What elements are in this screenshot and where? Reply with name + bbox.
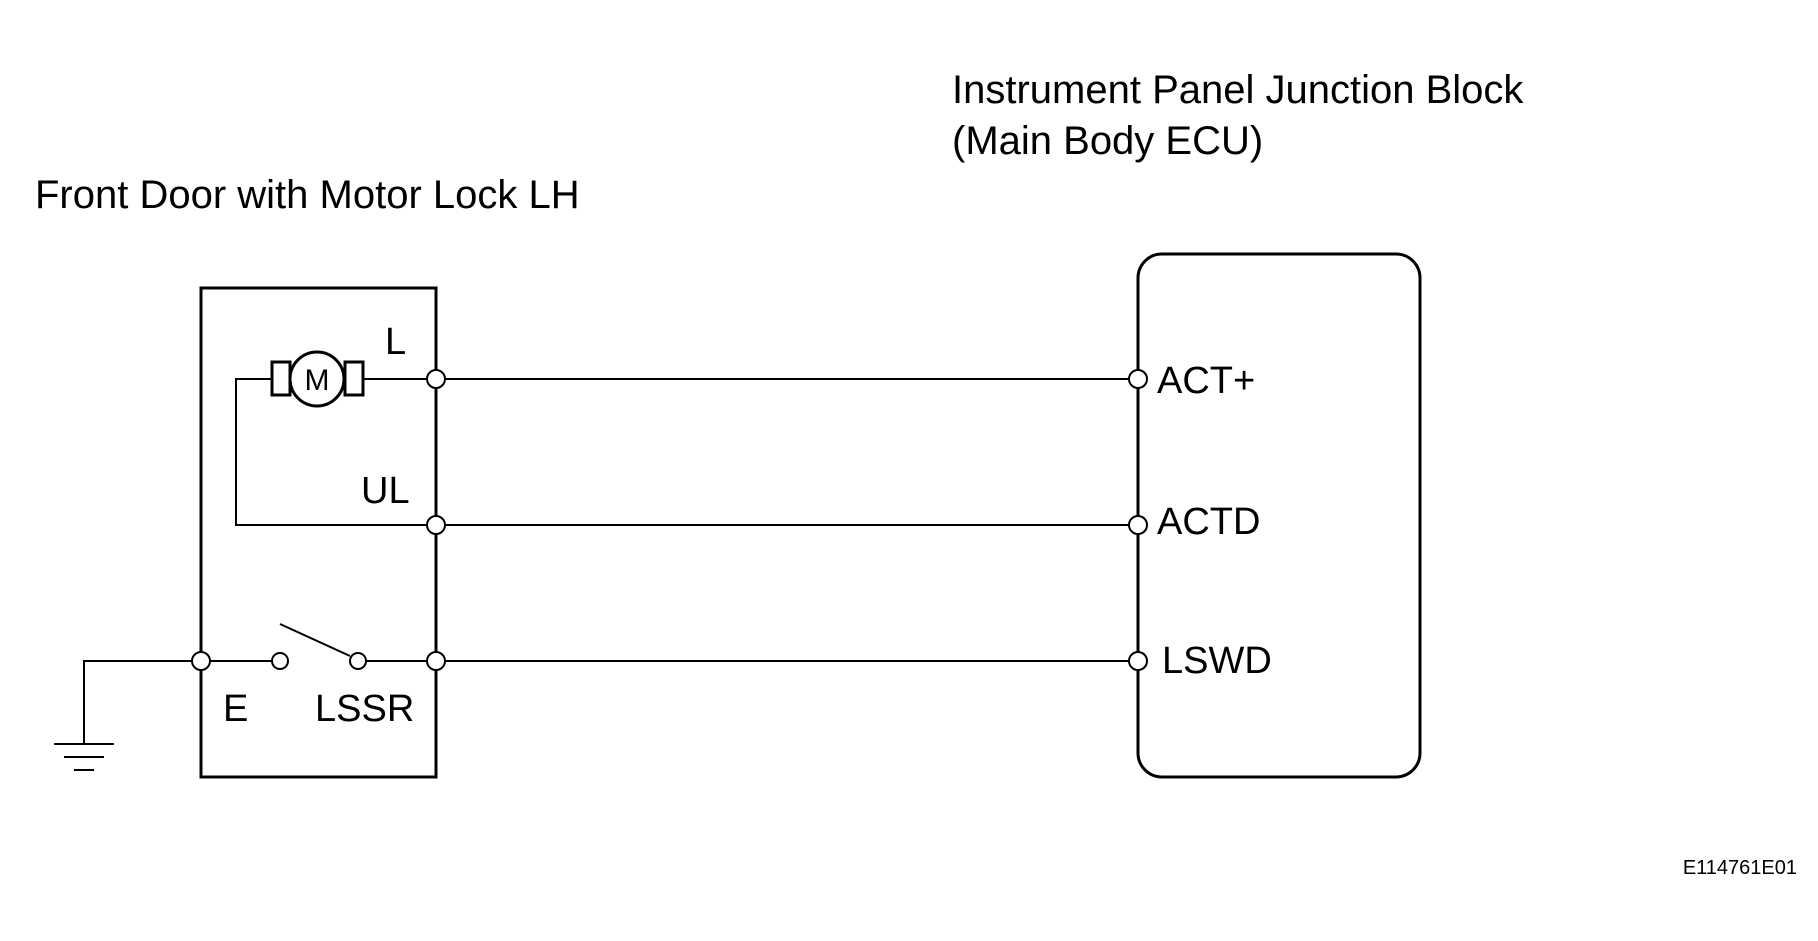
pin-label-lswd: LSWD — [1162, 640, 1272, 682]
door-title: Front Door with Motor Lock LH — [35, 173, 580, 217]
pin-label-l: L — [385, 321, 406, 363]
switch-blade — [279, 623, 351, 657]
pin-label-act-plus: ACT+ — [1157, 360, 1255, 402]
ecu-title-line2: (Main Body ECU) — [952, 119, 1263, 163]
motor-label: M — [305, 364, 330, 397]
pin-label-e: E — [223, 688, 248, 730]
terminal-lswd — [1128, 651, 1148, 671]
terminal-lssr — [426, 651, 446, 671]
switch-contact-right — [349, 652, 367, 670]
switch-contact-left — [271, 652, 289, 670]
ecu-title-line1: Instrument Panel Junction Block — [952, 68, 1524, 112]
ground-icon — [54, 743, 114, 771]
terminal-act-plus — [1128, 369, 1148, 389]
terminal-actd — [1128, 515, 1148, 535]
figure-code: E114761E01 — [1683, 857, 1797, 879]
terminal-e — [191, 651, 211, 671]
ground-wire — [83, 660, 201, 744]
pin-label-ul: UL — [361, 470, 410, 512]
motor-symbol: M — [270, 350, 365, 408]
terminal-l — [426, 369, 446, 389]
pin-label-actd: ACTD — [1157, 501, 1260, 543]
pin-label-lssr: LSSR — [315, 688, 414, 730]
motor-return-wire — [235, 378, 436, 526]
terminal-ul — [426, 515, 446, 535]
